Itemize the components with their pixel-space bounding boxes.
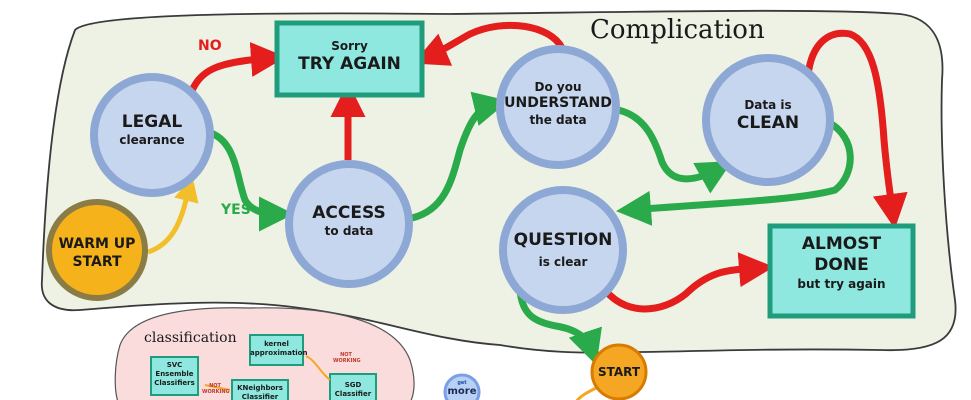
almost-done-line2: DONE [814,255,869,276]
almost-done-label: ALMOST DONE but try again [770,234,913,292]
clean-label: Data is CLEAN [718,98,818,134]
node-almost-box [767,223,916,319]
node-sorry-box [274,20,425,98]
sub-kernel-box [249,334,304,366]
arrow-warmup-legal [147,176,199,255]
understand-label: Do you UNDERSTAND the data [498,80,618,128]
sub-kneighbors-box [231,379,289,400]
sub-arrow-2 [305,355,331,381]
understand-line2: UNDERSTAND [504,95,612,111]
almost-done-line3: but try again [797,276,886,291]
understand-line1: Do you [534,80,582,94]
arrow-access-understand [410,91,509,222]
access-label: ACCESS to data [299,203,399,239]
arrow-question-start [516,289,602,366]
node-start-circle [590,343,648,400]
sub-svc-label: SVC Ensemble Classifiers [154,361,195,387]
arrow-question-almost [602,252,774,313]
legal-label: LEGAL clearance [102,112,202,148]
node-clean-circle [702,54,834,186]
node-legal-circle [90,73,214,197]
arrow-understand-sorry [413,21,566,66]
warm-up-label: WARM UP START [49,236,145,271]
understand-line3: the data [529,112,587,127]
warm-up-line2: START [72,253,122,270]
sub-svc-box [150,356,199,396]
sorry-line1: Sorry [331,39,368,53]
access-line1: ACCESS [312,203,386,223]
edge-label-no: NO [198,38,222,54]
sub-diagram-title: classification [144,330,237,346]
node-warmup-circle [46,199,148,301]
arrow-legal-yes [206,128,294,232]
clean-line2: CLEAN [736,113,800,133]
sub-sgd-label: SGD Classifier [334,381,372,398]
sub-arrow-1 [204,384,231,391]
question-line2: is clear [538,255,588,270]
sorry-label: Sorry TRY AGAIN [277,39,422,75]
node-question-circle [499,186,627,314]
question-line1: QUESTION [513,230,613,250]
arrow-legal-no [186,42,286,97]
almost-done-line1: ALMOST [801,234,882,254]
edge-label-yes: YES [221,202,251,218]
node-more-circle [443,373,481,400]
sorry-line2: TRY AGAIN [298,54,401,74]
warm-up-line1: WARM UP [58,236,136,252]
sub-kernel-label: kernel approximation [250,340,308,357]
diagram-title: Complication [590,15,765,45]
access-line2: to data [324,224,374,239]
start-label: START [597,365,641,379]
clean-line1: Data is [744,98,792,112]
arrow-understand-clean [617,106,733,194]
sub-sgd-box [329,373,377,400]
sub-kneighbors-label: KNeighbors Classifier [237,384,283,400]
legal-line1: LEGAL [121,112,183,132]
arrow-start-down [575,386,597,400]
arrow-clean-almost [804,29,908,229]
node-access-circle [285,160,413,288]
sub-not-working-1: NOT WORKING [202,383,230,396]
more-bubble-small: get [457,380,467,386]
legal-line2: clearance [119,133,185,148]
sub-not-working-2: NOT WORKING [333,352,361,365]
question-label: QUESTION is clear [503,230,623,270]
node-understand-circle [496,45,620,169]
more-bubble-label: more [447,386,477,397]
arrow-clean-question [616,118,854,226]
